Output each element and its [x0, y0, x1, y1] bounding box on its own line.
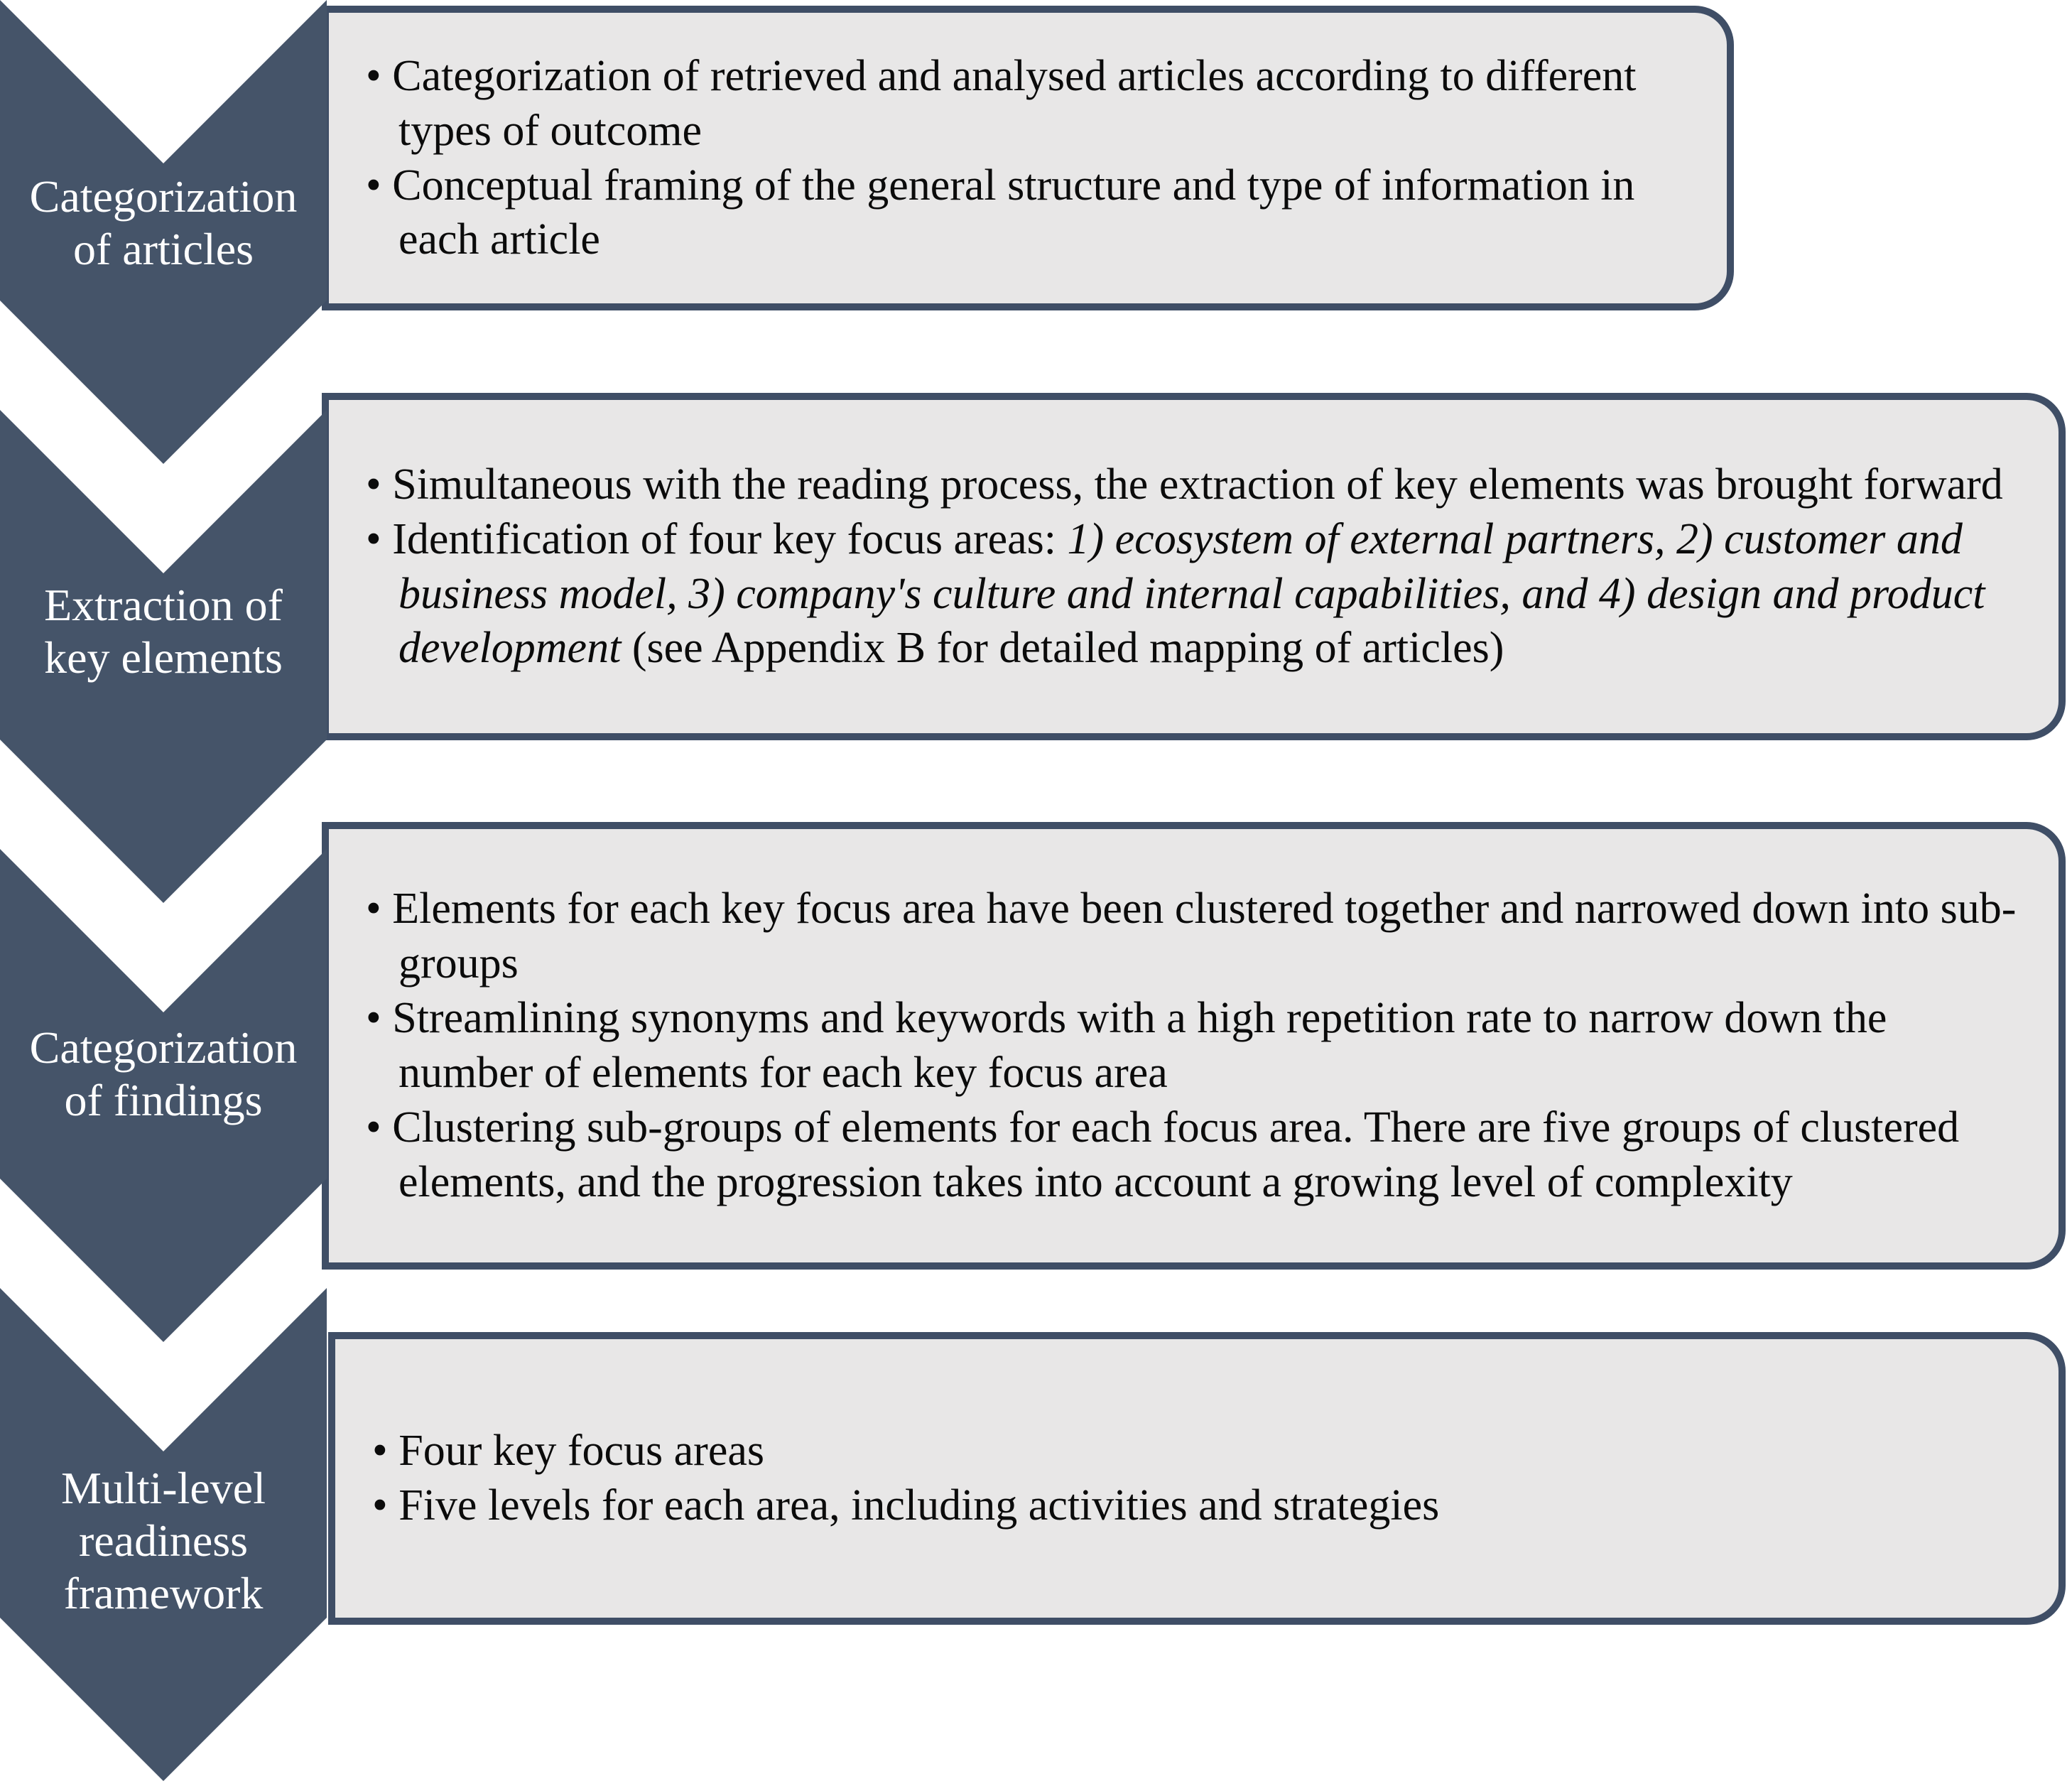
bullet-text: Conceptual framing of the general struct…	[392, 161, 1635, 264]
bullet-marker: •	[366, 161, 393, 210]
step-box-2: • Simultaneous with the reading process,…	[322, 393, 2066, 740]
step-1-bullet-list: • Categorization of retrieved and analys…	[329, 42, 1727, 275]
bullet-item: • Simultaneous with the reading process,…	[366, 458, 2023, 512]
bullet-item: • Streamlining synonyms and keywords wit…	[366, 991, 2023, 1100]
bullet-text-italic: 1) ecosystem of external partners, 2) cu…	[398, 514, 1985, 673]
bullet-text: Simultaneous with the reading process, t…	[392, 460, 2003, 509]
chevron-3-shape	[0, 849, 327, 1342]
step-box-3: • Elements for each key focus area have …	[322, 822, 2066, 1270]
step-3-bullet-list: • Elements for each key focus area have …	[329, 875, 2059, 1216]
bullet-item: • Categorization of retrieved and analys…	[366, 49, 1691, 158]
bullet-item: • Four key focus areas	[372, 1424, 1439, 1478]
bullet-text: Five levels for each area, including act…	[398, 1481, 1440, 1530]
bullet-marker: •	[372, 1427, 399, 1476]
bullet-marker: •	[366, 460, 393, 509]
bullet-marker: •	[366, 1103, 393, 1152]
bullet-marker: •	[366, 51, 393, 100]
step-2-bullet-list: • Simultaneous with the reading process,…	[329, 450, 2059, 683]
bullet-marker: •	[366, 884, 393, 934]
bullet-text: Streamlining synonyms and keywords with …	[392, 994, 1887, 1097]
bullet-item: • Five levels for each area, including a…	[372, 1478, 1439, 1533]
chevron-2-shape	[0, 410, 327, 903]
bullet-text: Clustering sub-groups of elements for ea…	[392, 1103, 1960, 1206]
step-box-4: • Four key focus areas• Five levels for …	[328, 1332, 2066, 1625]
bullet-marker: •	[372, 1481, 399, 1530]
step-4-bullet-list: • Four key focus areas• Five levels for …	[335, 1417, 1475, 1540]
bullet-text: (see Appendix B for detailed mapping of …	[621, 624, 1504, 673]
bullet-item: • Clustering sub-groups of elements for …	[366, 1100, 2023, 1210]
bullet-marker: •	[366, 514, 393, 563]
bullet-text: Identification of four key focus areas:	[392, 514, 1068, 563]
bullet-item: • Conceptual framing of the general stru…	[366, 158, 1691, 268]
chevron-1-shape	[0, 0, 327, 464]
bullet-marker: •	[366, 994, 393, 1043]
bullet-text: Elements for each key focus area have be…	[392, 884, 2017, 988]
step-box-1: • Categorization of retrieved and analys…	[322, 6, 1734, 310]
chevron-4-shape	[0, 1288, 327, 1781]
bullet-text: Categorization of retrieved and analysed…	[392, 51, 1637, 155]
bullet-item: • Elements for each key focus area have …	[366, 882, 2023, 991]
bullet-item: • Identification of four key focus areas…	[366, 512, 2023, 676]
bullet-text: Four key focus areas	[398, 1427, 764, 1476]
